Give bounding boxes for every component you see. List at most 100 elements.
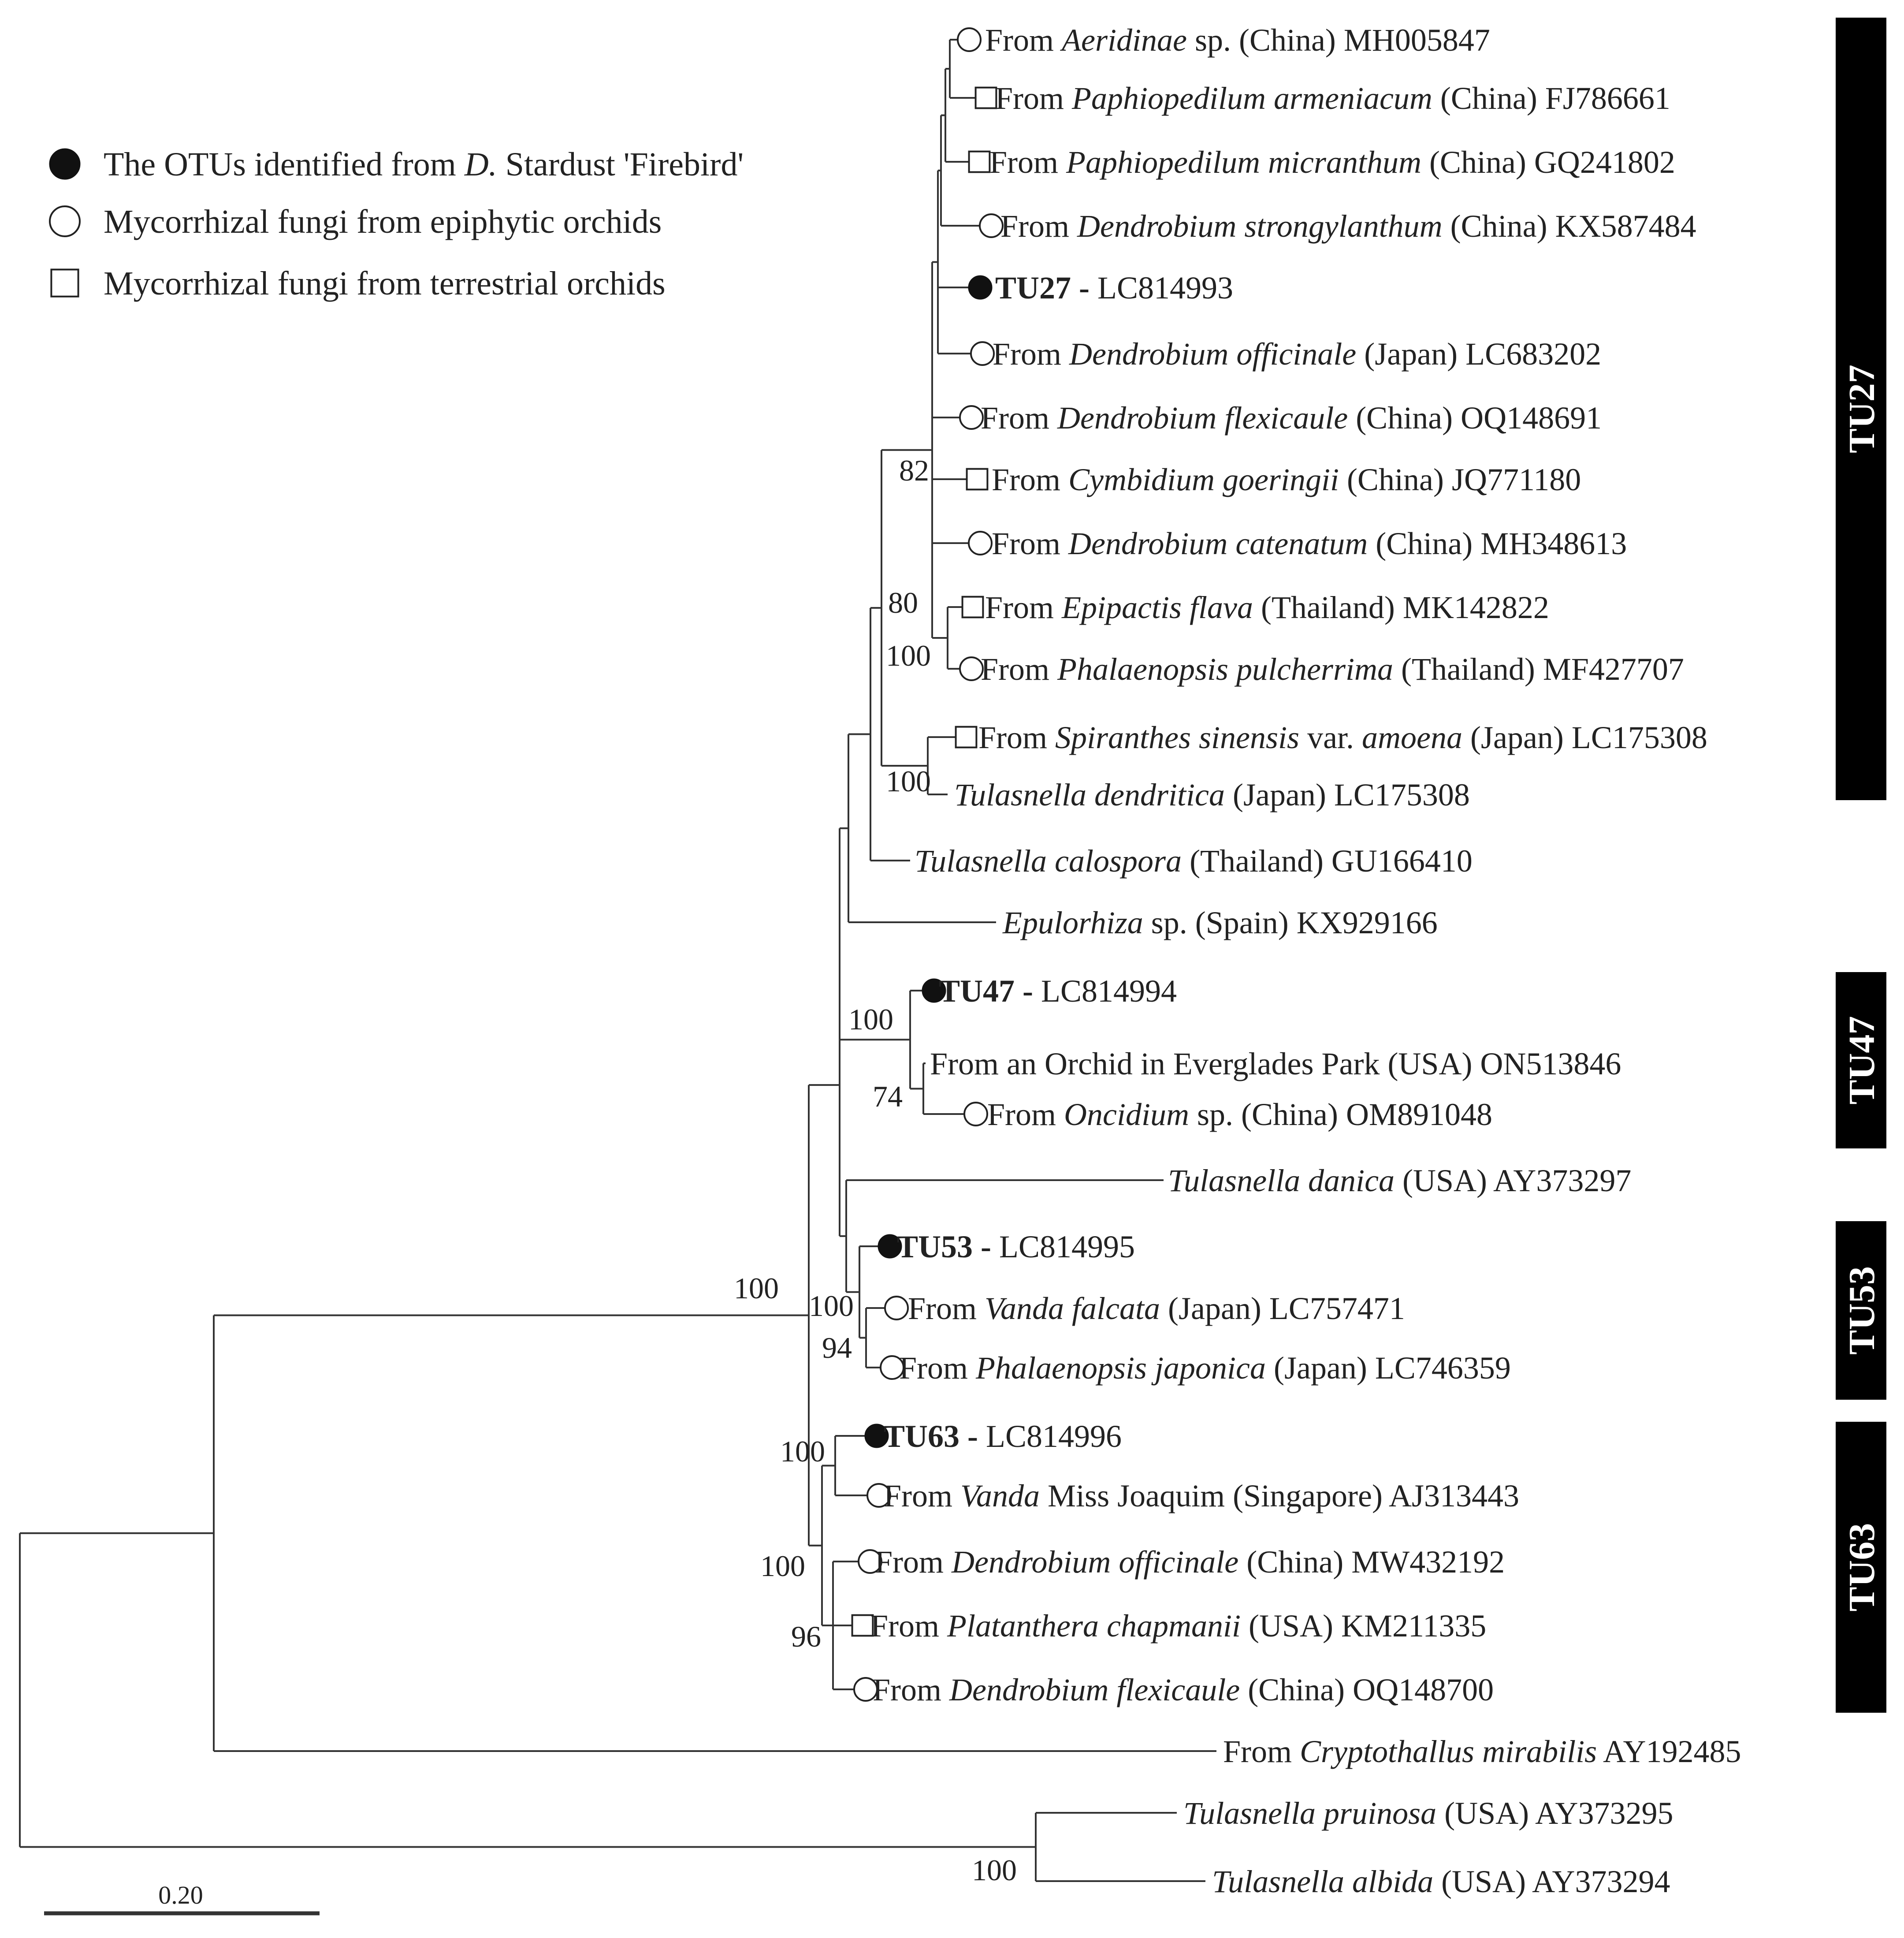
taxon-label: From Epipactis flava (Thailand) MK142822 <box>985 590 1549 625</box>
label-part: TU27 - <box>995 270 1090 306</box>
label-part: Tulasnella albida <box>1212 1864 1433 1899</box>
scale-bar: 0.20 <box>44 1881 320 1916</box>
label-part: sp. (China) OM891048 <box>1189 1097 1492 1132</box>
label-part: Paphiopedilum micranthum <box>1066 145 1421 180</box>
taxon-label: From Dendrobium officinale (Japan) LC683… <box>993 336 1601 372</box>
label-part: Tulasnella pruinosa <box>1183 1796 1436 1831</box>
taxon-label: Epulorhiza sp. (Spain) KX929166 <box>1002 905 1438 940</box>
taxon-label: From Dendrobium strongylanthum (China) K… <box>1000 209 1696 244</box>
open-circle-icon <box>884 1296 909 1320</box>
label-part: From <box>908 1291 985 1326</box>
label-part: (China) FJ786661 <box>1432 81 1670 116</box>
clade-label: TU53 <box>1841 1266 1882 1355</box>
label-part: The OTUs identified from <box>104 146 465 183</box>
legend: The OTUs identified from D. Stardust 'Fi… <box>49 146 744 302</box>
label-part: From <box>987 1097 1064 1132</box>
taxon-label: From Vanda falcata (Japan) LC757471 <box>908 1291 1405 1326</box>
taxon-label: TU63 - LC814996 <box>884 1419 1122 1454</box>
open-circle-icon <box>968 531 993 555</box>
open-square-icon <box>50 268 79 298</box>
label-part: Dendrobium officinale <box>951 1544 1238 1580</box>
bootstrap-value: 100 <box>760 1549 805 1583</box>
label-part: Vanda <box>960 1478 1040 1513</box>
open-circle-icon <box>853 1677 878 1702</box>
label-part: From <box>870 1608 947 1644</box>
clade-bar-tu47 <box>1836 972 1886 1148</box>
label-part: Mycorrhizal fungi from epiphytic orchids <box>104 203 662 240</box>
label-part: From <box>985 22 1062 58</box>
label-part: From <box>875 1544 952 1580</box>
taxon-label: From Dendrobium flexicaule (China) OQ148… <box>873 1672 1494 1707</box>
bootstrap-value: 74 <box>873 1080 903 1113</box>
clade-bar-tu53 <box>1836 1221 1886 1400</box>
label-part: Cymbidium goeringii <box>1068 462 1339 497</box>
label-part: (Japan) LC746359 <box>1266 1350 1511 1386</box>
open-circle-icon <box>880 1355 904 1380</box>
label-part: From <box>873 1672 949 1707</box>
open-circle-icon <box>866 1483 891 1508</box>
label-part: From <box>985 590 1062 625</box>
open-circle-icon <box>49 205 81 237</box>
filled-circle-icon <box>49 148 81 180</box>
label-part: Dendrobium strongylanthum <box>1077 209 1443 244</box>
label-part: (Thailand) GU166410 <box>1182 843 1473 879</box>
label-part: (USA) AY373294 <box>1433 1864 1670 1899</box>
bootstrap-value: 100 <box>886 764 931 798</box>
open-square-icon <box>955 726 978 749</box>
label-part: var. <box>1299 720 1362 755</box>
label-part: amoena <box>1362 720 1462 755</box>
bootstrap-value: 100 <box>972 1853 1017 1887</box>
label-part: Cryptothallus mirabilis <box>1300 1734 1597 1769</box>
label-part: Stardust 'Firebird' <box>497 146 744 183</box>
tip-markers <box>851 27 1004 1702</box>
taxon-label: From Dendrobium catenatum (China) MH3486… <box>992 526 1627 561</box>
label-part: (USA) KM211335 <box>1241 1608 1486 1644</box>
bootstrap-value: 94 <box>822 1331 852 1364</box>
tree-branches <box>19 39 1216 1882</box>
label-part: (Japan) LC757471 <box>1160 1291 1405 1326</box>
taxon-label: From Phalaenopsis japonica (Japan) LC746… <box>899 1350 1511 1386</box>
taxon-label: TU53 - LC814995 <box>897 1229 1135 1264</box>
open-square-icon <box>974 86 997 109</box>
label-part: Platanthera chapmanii <box>947 1608 1241 1644</box>
label-part: Vanda falcata <box>985 1291 1160 1326</box>
open-circle-icon <box>959 405 984 430</box>
label-part: LC814995 <box>991 1229 1135 1264</box>
legend-entry: The OTUs identified from D. Stardust 'Fi… <box>104 146 744 183</box>
label-part: (Thailand) MK142822 <box>1253 590 1549 625</box>
open-circle-icon <box>963 1102 988 1126</box>
scale-bar-label: 0.20 <box>158 1881 203 1909</box>
taxon-label: From Platanthera chapmanii (USA) KM21133… <box>870 1608 1486 1644</box>
filled-circle-icon <box>864 1424 889 1448</box>
open-square-icon <box>851 1614 874 1637</box>
label-part: From <box>1223 1734 1300 1769</box>
bootstrap-value: 80 <box>888 586 918 619</box>
taxon-label: From Phalaenopsis pulcherrima (Thailand)… <box>981 652 1684 687</box>
filled-circle-icon <box>878 1234 902 1259</box>
label-part: Epipactis flava <box>1061 590 1253 625</box>
label-part: LC814993 <box>1090 270 1233 306</box>
clade-bar-tu63 <box>1836 1422 1886 1713</box>
label-part: Tulasnella calospora <box>915 843 1182 879</box>
label-part: From <box>995 81 1072 116</box>
label-part: LC814996 <box>978 1419 1122 1454</box>
taxon-label: From Cryptothallus mirabilis AY192485 <box>1223 1734 1741 1769</box>
label-part: Tulasnella danica <box>1168 1163 1395 1198</box>
bootstrap-value: 96 <box>791 1620 821 1653</box>
clade-bar-tu27 <box>1836 18 1886 800</box>
label-part: From an Orchid in Everglades Park (USA) … <box>930 1046 1621 1081</box>
label-part: From <box>978 720 1055 755</box>
open-circle-icon <box>959 656 984 681</box>
taxon-label: From Oncidium sp. (China) OM891048 <box>987 1097 1492 1132</box>
label-part: From <box>989 145 1066 180</box>
open-circle-icon <box>970 341 995 366</box>
label-part: Miss Joaquim (Singapore) AJ313443 <box>1040 1478 1519 1513</box>
taxon-label: From Paphiopedilum micranthum (China) GQ… <box>989 145 1675 180</box>
label-part: Paphiopedilum armeniacum <box>1071 81 1432 116</box>
label-part: sp. (China) MH005847 <box>1187 22 1490 58</box>
label-part: LC814994 <box>1033 973 1177 1009</box>
label-part: (China) MH348613 <box>1368 526 1627 561</box>
label-part: From <box>992 526 1068 561</box>
